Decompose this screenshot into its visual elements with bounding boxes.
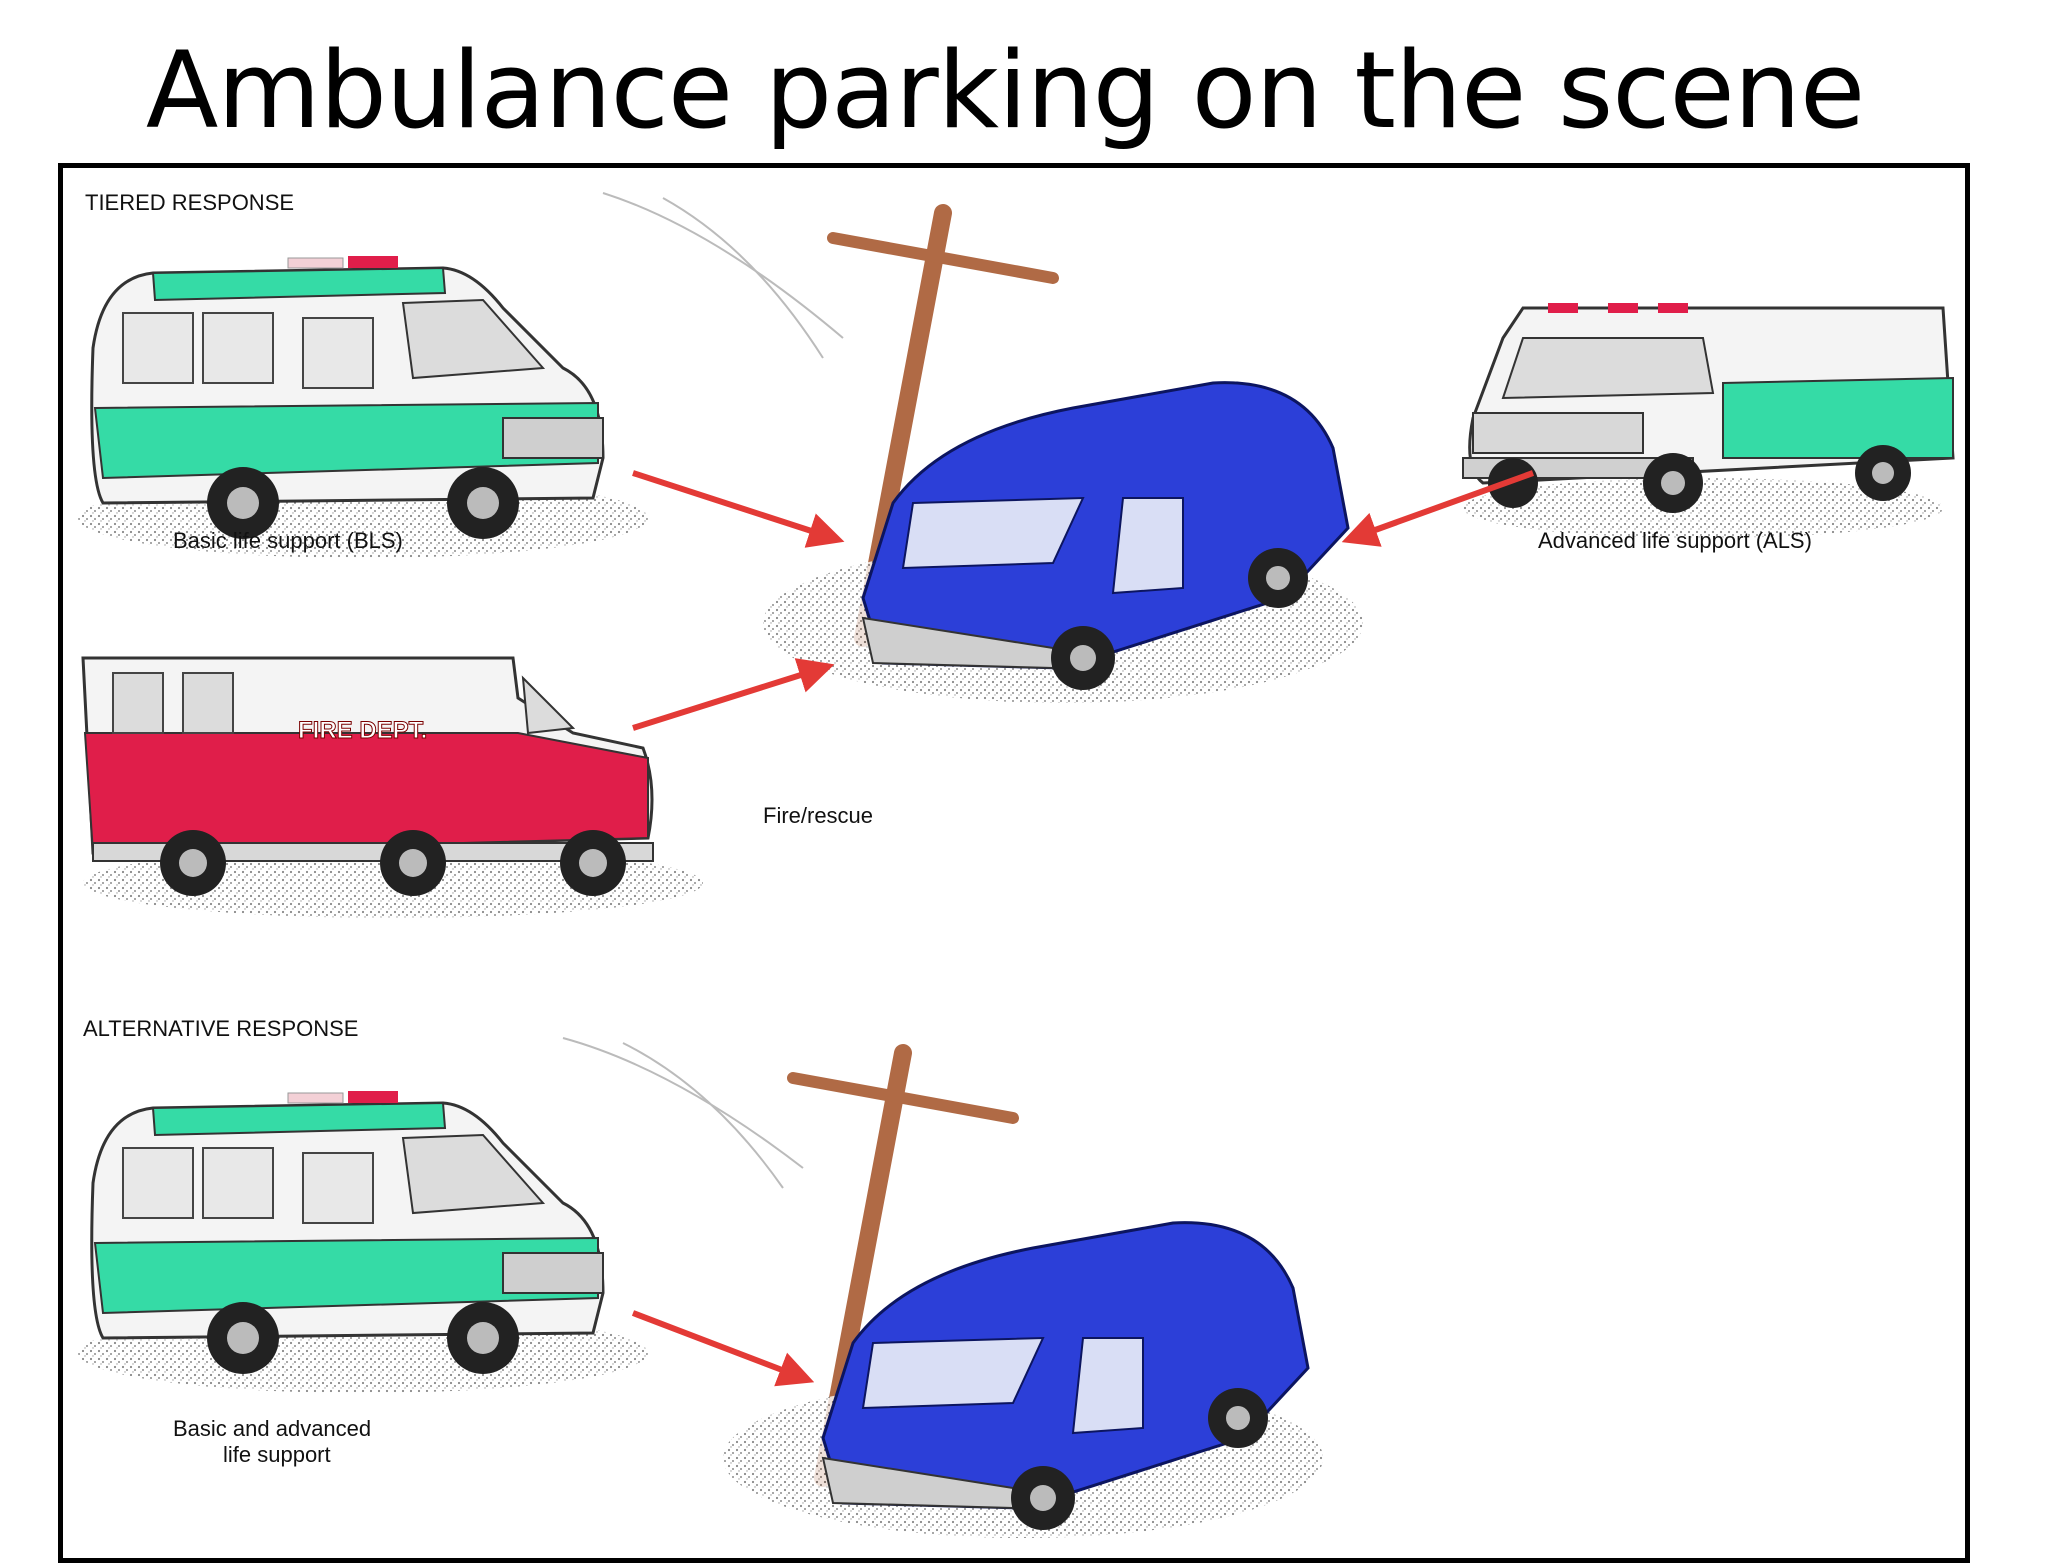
combined-label-line2: life support <box>223 1442 331 1467</box>
bls-ambulance <box>78 256 648 558</box>
arrow-als-to-scene <box>1341 470 1535 547</box>
alternative-response-heading: ALTERNATIVE RESPONSE <box>83 1016 358 1041</box>
fire-dept-text: FIRE DEPT. <box>298 717 427 744</box>
als-label: Advanced life support (ALS) <box>1538 528 1812 553</box>
fire-rescue-label: Fire/rescue <box>763 803 873 828</box>
combined-label-line1: Basic and advanced <box>173 1416 371 1441</box>
arrow-combined-to-scene <box>631 1310 815 1387</box>
crashed-van <box>763 381 1363 703</box>
combined-ambulance <box>78 1091 648 1393</box>
arrow-fire-to-scene <box>632 658 835 731</box>
diagram-canvas: TIERED RESPONSE Basic life support (BLS)… <box>78 190 1955 1538</box>
diagram-frame: TIERED RESPONSE Basic life support (BLS)… <box>58 163 1970 1563</box>
crashed-van-bottom <box>723 1221 1323 1538</box>
slide-title: Ambulance parking on the scene <box>145 29 1865 152</box>
als-ambulance <box>1462 303 1955 538</box>
fire-rescue-truck: FIRE DEPT. <box>81 656 703 918</box>
bls-label: Basic life support (BLS) <box>173 528 403 553</box>
tiered-response-heading: TIERED RESPONSE <box>85 190 294 215</box>
arrow-bls-to-scene <box>632 470 845 548</box>
